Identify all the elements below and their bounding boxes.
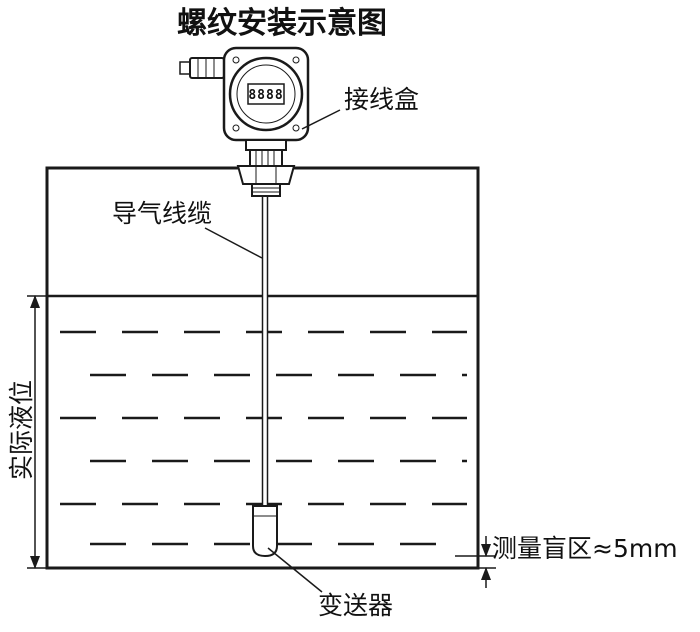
corner-bolt — [232, 56, 240, 64]
terminal-block — [249, 149, 283, 167]
lcd-value: 8888 — [248, 88, 283, 103]
label-junction-box: 接线盒 — [301, 85, 419, 130]
corner-bolt — [232, 124, 240, 132]
corner-bolt — [292, 56, 300, 64]
air-cable-label: 导气线缆 — [112, 199, 212, 228]
probe-body — [252, 505, 278, 558]
label-air-cable: 导气线缆 — [112, 199, 263, 259]
blind-zone-label: 测量盲区≈5mm — [492, 534, 678, 563]
liquid-dashes — [60, 330, 467, 546]
cable-gland-tip — [179, 61, 191, 75]
air-cable-leader — [204, 227, 263, 259]
transmitter-device: 8888 — [179, 46, 310, 197]
dimension-actual-level: 实际液位 — [7, 295, 47, 569]
device-flange — [245, 139, 287, 151]
label-transmitter: 变送器 — [267, 547, 393, 620]
actual-level-label: 实际液位 — [7, 380, 36, 480]
diagram-title: 螺纹安装示意图 — [177, 6, 387, 41]
cable-gland — [189, 57, 225, 79]
transmitter-leader — [267, 547, 323, 593]
junction-box-label: 接线盒 — [344, 85, 419, 114]
transmitter-label: 变送器 — [318, 591, 393, 620]
probe — [252, 505, 278, 558]
dimension-blind-zone: 测量盲区≈5mm — [455, 534, 678, 588]
thread-section — [251, 183, 281, 197]
air-cable-line — [261, 195, 269, 507]
mounting-nut — [236, 165, 296, 185]
lcd-display — [247, 83, 285, 105]
junction-box-leader — [301, 109, 341, 130]
corner-bolt — [292, 124, 300, 132]
